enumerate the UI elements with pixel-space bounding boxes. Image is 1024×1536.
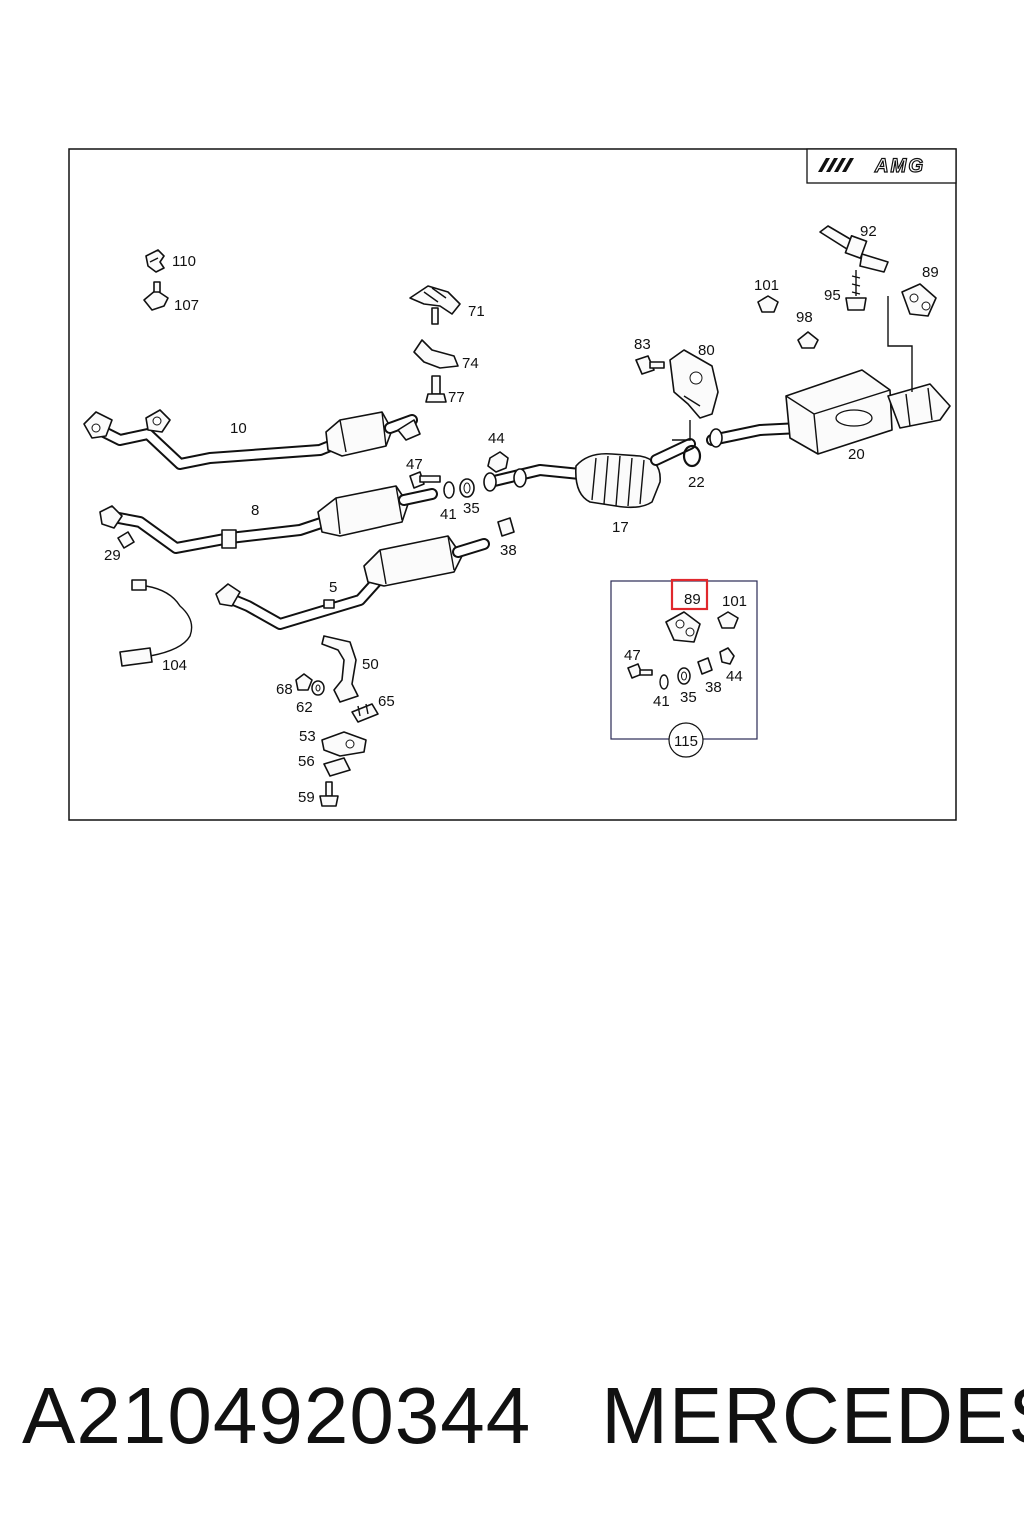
callout-89: 89 xyxy=(922,264,939,281)
part-number: A2104920344 xyxy=(22,1371,532,1460)
part-107-clamp xyxy=(143,281,169,311)
part-89-rubber-hanger-upper xyxy=(901,283,937,317)
part-101-mount-upper xyxy=(757,295,779,313)
callout-77: 77 xyxy=(448,389,465,406)
callout-50: 50 xyxy=(362,656,379,673)
part-29-plug xyxy=(117,531,135,549)
callout-38-inset: 38 xyxy=(705,679,722,696)
repair-kit-115-inset xyxy=(610,580,758,758)
part-53-bracket xyxy=(321,731,367,757)
part-47-bolt-upper xyxy=(409,471,441,489)
part-110-clip xyxy=(145,249,165,273)
callout-35-inset: 35 xyxy=(680,689,697,706)
amg-logo-text: AMG xyxy=(874,156,925,177)
footer-caption: A2104920344 MERCEDES xyxy=(22,1370,1024,1470)
part-38-bush-upper xyxy=(497,517,515,537)
amg-logo: AMG xyxy=(806,148,957,184)
callout-5: 5 xyxy=(329,579,337,596)
callout-35: 35 xyxy=(463,500,480,517)
callout-110: 110 xyxy=(172,253,196,270)
callout-47-inset: 47 xyxy=(624,647,641,664)
part-65-clip xyxy=(351,703,379,723)
callout-8: 8 xyxy=(251,502,259,519)
part-17-center-muffler xyxy=(483,438,696,509)
part-10-front-pipe xyxy=(83,409,421,470)
callout-104: 104 xyxy=(162,657,187,674)
part-71-bracket xyxy=(409,285,461,325)
part-62-washer xyxy=(311,680,325,696)
callout-41-inset: 41 xyxy=(653,693,670,710)
part-95-screw xyxy=(845,270,867,311)
part-41-gasket-upper xyxy=(443,481,455,499)
highlight-box-89 xyxy=(670,578,709,611)
part-98-grommet xyxy=(797,331,819,349)
callout-107: 107 xyxy=(174,297,199,314)
callout-80: 80 xyxy=(698,342,715,359)
part-22-clamp xyxy=(682,444,702,468)
callout-101: 101 xyxy=(754,277,779,294)
callout-98: 98 xyxy=(796,309,813,326)
callout-29: 29 xyxy=(104,547,121,564)
callout-17: 17 xyxy=(612,519,629,536)
callout-53: 53 xyxy=(299,728,316,745)
diagram-frame xyxy=(68,148,957,821)
callout-38: 38 xyxy=(500,542,517,559)
callout-44: 44 xyxy=(488,430,505,447)
callout-47: 47 xyxy=(406,456,423,473)
part-68-nut xyxy=(295,673,313,691)
callout-41: 41 xyxy=(440,506,457,523)
callout-56: 56 xyxy=(298,753,315,770)
part-8-middle-pipe xyxy=(99,485,438,554)
part-80-hanger xyxy=(669,349,719,441)
callout-92: 92 xyxy=(860,223,877,240)
callout-89-inset: 89 xyxy=(684,591,701,608)
part-50-bracket xyxy=(321,635,359,703)
callout-74: 74 xyxy=(462,355,479,372)
callout-65: 65 xyxy=(378,693,395,710)
part-59-bolt xyxy=(319,781,339,807)
part-104-o2-sensor xyxy=(119,579,193,667)
brand-name: MERCEDES xyxy=(601,1371,1024,1460)
part-44-nut-upper xyxy=(487,451,509,473)
part-74-bracket xyxy=(413,339,459,369)
part-56-clip xyxy=(323,757,351,777)
callout-95: 95 xyxy=(824,287,841,304)
callout-71: 71 xyxy=(468,303,485,320)
callout-62: 62 xyxy=(296,699,313,716)
callout-44-inset: 44 xyxy=(726,668,743,685)
callout-10: 10 xyxy=(230,420,247,437)
part-20-rear-muffler xyxy=(706,296,951,455)
callout-20: 20 xyxy=(848,446,865,463)
part-83-bolt xyxy=(635,355,665,375)
part-35-ring-upper xyxy=(459,478,475,498)
callout-22: 22 xyxy=(688,474,705,491)
callout-83: 83 xyxy=(634,336,651,353)
callout-101-inset: 101 xyxy=(722,593,747,610)
part-5-pipe xyxy=(215,535,490,630)
callout-68: 68 xyxy=(276,681,293,698)
part-77-bolt xyxy=(425,375,447,403)
callout-59: 59 xyxy=(298,789,315,806)
part-92-hanger-pin xyxy=(819,225,889,273)
callout-115: 115 xyxy=(674,733,698,750)
